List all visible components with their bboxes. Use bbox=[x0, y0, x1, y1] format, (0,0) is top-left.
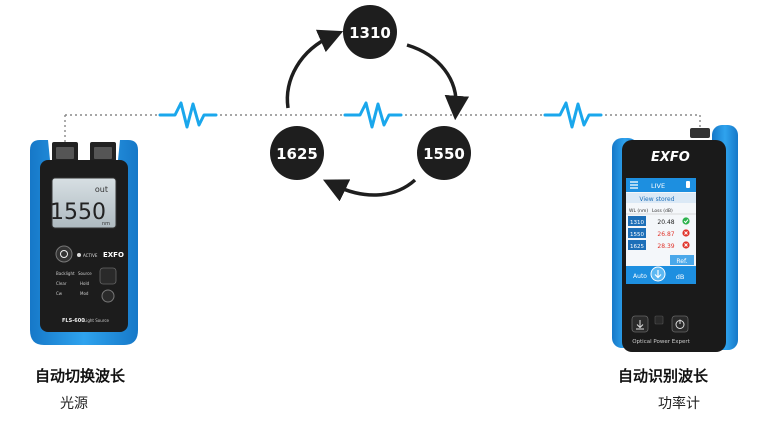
product-label: Optical Power Expert bbox=[632, 339, 690, 345]
svg-text:Source: Source bbox=[78, 271, 92, 276]
set-key[interactable] bbox=[99, 267, 117, 285]
keypad: Backlight Source Clear Hold Cw Mod bbox=[56, 267, 117, 303]
svg-text:View stored: View stored bbox=[639, 196, 674, 203]
mode-label: LIVE bbox=[651, 182, 665, 190]
display-unit: out bbox=[95, 185, 108, 194]
svg-text:Cw: Cw bbox=[56, 291, 63, 296]
light-source-caption-sub: 光源 bbox=[60, 396, 88, 412]
db-label: dB bbox=[676, 273, 685, 281]
brand-logo: EXFO bbox=[651, 150, 690, 165]
active-label: ACTIVE bbox=[83, 253, 98, 258]
power-meter-device: EXFO LIVE View stored WL (nm) Loss (dB) … bbox=[612, 125, 738, 352]
reset-key[interactable] bbox=[101, 289, 115, 303]
wavelength-node-1550: 1550 bbox=[417, 126, 471, 180]
svg-text:1625: 1625 bbox=[630, 244, 644, 250]
wavelength-label: 1310 bbox=[349, 24, 391, 42]
signal-wave-icon bbox=[543, 101, 603, 129]
power-meter-caption-title: 自动识别波长 bbox=[618, 367, 709, 385]
svg-text:26.87: 26.87 bbox=[657, 231, 674, 238]
svg-text:20.48: 20.48 bbox=[657, 219, 674, 226]
power-meter-screen: LIVE View stored WL (nm) Loss (dB) 1310 … bbox=[626, 178, 696, 284]
auto-label: Auto bbox=[633, 273, 647, 280]
light-source-caption-title: 自动切换波长 bbox=[35, 367, 126, 385]
svg-text:Mod: Mod bbox=[80, 291, 89, 296]
pass-icon bbox=[682, 217, 690, 225]
led-indicator bbox=[654, 315, 664, 325]
svg-text:Backlight: Backlight bbox=[56, 271, 75, 276]
table-row: 1310 20.48 bbox=[628, 216, 690, 226]
wavelength-label: 1625 bbox=[276, 145, 318, 163]
wavelength-label: 1550 bbox=[423, 145, 465, 163]
svg-text:Clear: Clear bbox=[56, 281, 67, 286]
wavelength-cycle-arrows bbox=[285, 29, 470, 202]
svg-text:1550: 1550 bbox=[630, 232, 644, 238]
svg-text:1310: 1310 bbox=[630, 220, 644, 226]
col-header-wl: WL (nm) bbox=[629, 208, 648, 214]
signal-wave-icon bbox=[158, 101, 218, 129]
col-header-loss: Loss (dB) bbox=[652, 208, 673, 214]
display-value: 1550 bbox=[50, 200, 106, 225]
light-source-device: out 1550 nm ACTIVE EXFO Backlight Source… bbox=[30, 140, 138, 345]
wavelength-node-1625: 1625 bbox=[270, 126, 324, 180]
svg-text:Hold: Hold bbox=[80, 281, 90, 286]
svg-text:Ref.: Ref. bbox=[676, 258, 687, 265]
battery-icon bbox=[686, 181, 690, 188]
menu-icon[interactable] bbox=[630, 181, 638, 189]
display-small: nm bbox=[102, 221, 110, 227]
table-row: 1625 28.39 bbox=[628, 240, 690, 250]
view-stored-button[interactable] bbox=[626, 193, 696, 203]
model-sub-label: Light Source bbox=[84, 318, 110, 323]
power-button[interactable] bbox=[55, 245, 73, 263]
ref-button[interactable] bbox=[670, 255, 694, 265]
table-row: 1550 26.87 bbox=[628, 228, 690, 238]
brand-logo: EXFO bbox=[103, 251, 124, 259]
wavelength-node-1310: 1310 bbox=[343, 5, 397, 59]
svg-text:28.39: 28.39 bbox=[657, 243, 674, 250]
signal-wave-icon bbox=[343, 101, 403, 129]
model-label: FLS-600 bbox=[62, 318, 85, 324]
power-meter-caption-sub: 功率计 bbox=[658, 396, 700, 412]
